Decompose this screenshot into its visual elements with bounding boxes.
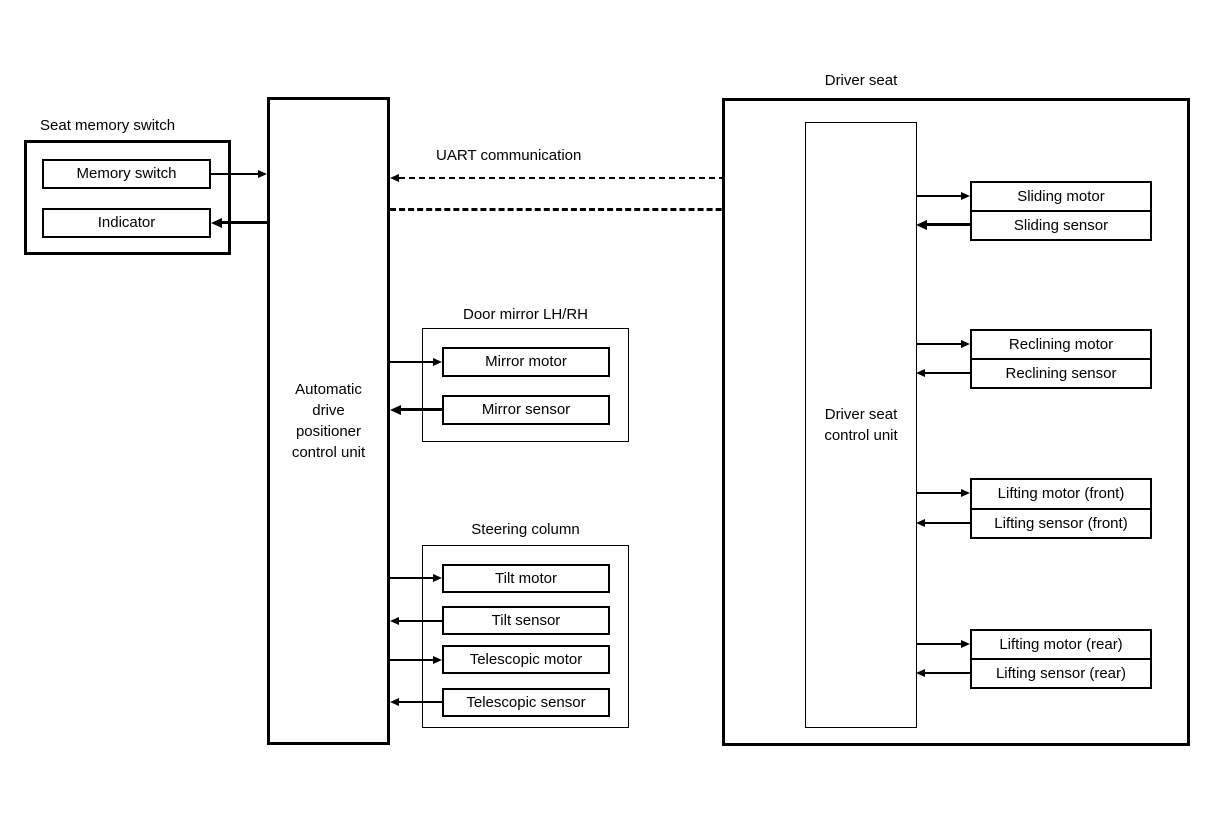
lifting-sensor-front-cell: Lifting sensor (front) xyxy=(994,514,1128,532)
driver-seat-control-unit-box: Driver seat control unit xyxy=(805,122,917,728)
driver-seat-label: Driver seat xyxy=(824,72,898,89)
arrow-dscu-to-reclining-motor xyxy=(916,343,961,345)
lifting-front-pair-box: Lifting motor (front) Lifting sensor (fr… xyxy=(970,478,1152,539)
telescopic-motor-box: Telescopic motor xyxy=(442,645,610,674)
seat-memory-switch-label: Seat memory switch xyxy=(40,117,176,134)
sliding-motor-cell: Sliding motor xyxy=(972,183,1150,212)
arrow-lifting-sensor-rear-to-dscu xyxy=(925,672,970,674)
reclining-motor-cell: Reclining motor xyxy=(972,331,1150,360)
uart-label: UART communication xyxy=(436,147,582,164)
tilt-motor-box: Tilt motor xyxy=(442,564,610,593)
arrow-adp-to-telescopic-motor xyxy=(390,659,433,661)
reclining-sensor-cell: Reclining sensor xyxy=(1005,365,1117,382)
arrow-tilt-sensor-to-adp xyxy=(399,620,442,622)
adp-line-3: positioner xyxy=(295,423,362,440)
arrow-adp-to-tilt-motor xyxy=(390,577,433,579)
reclining-pair-box: Reclining motor Reclining sensor xyxy=(970,329,1152,389)
mirror-sensor-box: Mirror sensor xyxy=(442,395,610,425)
indicator-box: Indicator xyxy=(42,208,211,238)
lifting-rear-pair-box: Lifting motor (rear) Lifting sensor (rea… xyxy=(970,629,1152,689)
adp-control-unit-box: Automatic drive positioner control unit xyxy=(267,97,390,745)
lifting-motor-front-cell: Lifting motor (front) xyxy=(972,480,1150,510)
arrow-uart-to-adp xyxy=(390,174,805,182)
arrow-telescopic-sensor-to-adp xyxy=(399,701,442,703)
arrow-dscu-to-lifting-motor-front xyxy=(916,492,961,494)
adp-line-2: drive xyxy=(312,402,345,419)
sliding-sensor-cell: Sliding sensor xyxy=(1013,217,1109,234)
dscu-line-2: control unit xyxy=(824,427,898,444)
adp-line-1: Automatic xyxy=(295,381,362,398)
arrow-sliding-sensor-to-dscu xyxy=(927,223,970,226)
mirror-motor-box: Mirror motor xyxy=(442,347,610,377)
steering-column-label: Steering column xyxy=(471,521,580,538)
dscu-line-1: Driver seat xyxy=(824,406,898,423)
adp-line-4: control unit xyxy=(291,444,366,461)
lifting-sensor-rear-cell: Lifting sensor (rear) xyxy=(995,665,1127,682)
memory-switch-box: Memory switch xyxy=(42,159,211,189)
arrow-adp-to-indicator xyxy=(222,221,267,224)
door-mirror-label: Door mirror LH/RH xyxy=(462,306,588,323)
arrow-memory-switch-to-adp xyxy=(211,173,258,175)
arrow-mirror-sensor-to-adp xyxy=(401,408,442,411)
arrow-dscu-to-sliding-motor xyxy=(916,195,961,197)
lifting-motor-rear-cell: Lifting motor (rear) xyxy=(972,631,1150,660)
sliding-pair-box: Sliding motor Sliding sensor xyxy=(970,181,1152,241)
tilt-sensor-box: Tilt sensor xyxy=(442,606,610,635)
arrow-dscu-to-lifting-motor-rear xyxy=(916,643,961,645)
telescopic-sensor-box: Telescopic sensor xyxy=(442,688,610,717)
arrow-adp-to-mirror-motor xyxy=(390,361,433,363)
arrow-reclining-sensor-to-dscu xyxy=(925,372,970,374)
arrow-lifting-sensor-front-to-dscu xyxy=(925,522,970,524)
